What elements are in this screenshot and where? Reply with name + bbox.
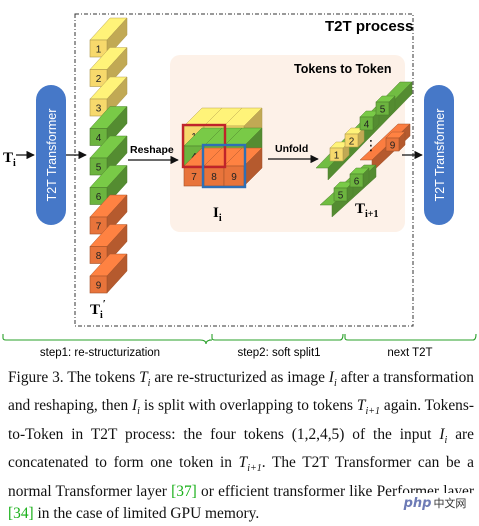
output-token-low-6-label: 6 (354, 177, 360, 188)
output-dots: ⋮ (364, 138, 378, 154)
figure-caption: Figure 3. The tokens Ti are re-structuri… (8, 369, 474, 523)
column-token-6-label: 6 (96, 192, 102, 203)
output-token-9: 9 (385, 131, 406, 152)
step1-label: step1: re-structurization (40, 347, 160, 359)
blue-window-box (201, 143, 247, 189)
output-token-5-label: 5 (380, 105, 386, 116)
php-cn-watermark: php 中文网 (397, 493, 473, 513)
step3-label: next T2T (387, 347, 432, 359)
output-token-4-label: 4 (364, 120, 370, 131)
output-token-1: 1 (329, 141, 350, 162)
watermark-site: 中文网 (433, 497, 467, 510)
column-token-8-label: 8 (96, 251, 102, 262)
column-token-9-label: 9 (96, 281, 102, 292)
image-cell-9: 9 (223, 147, 263, 187)
column-token-1-label: 1 (96, 45, 102, 56)
output-token-5: 5 (375, 95, 396, 116)
reference-link-34[interactable]: [34] (8, 505, 34, 523)
left-transformer-label: T2T Transformer (45, 109, 59, 202)
step2-label: step2: soft split1 (237, 347, 320, 359)
input-label: Ti (3, 150, 16, 169)
watermark-brand: php (403, 495, 432, 511)
step2-bracket (211, 333, 344, 341)
token-column: 1 2 3 4 5 6 7 8 9 (89, 17, 128, 294)
column-token-5-label: 5 (96, 163, 102, 174)
image-cell-7-label: 7 (191, 172, 197, 183)
image-cell-8-label: 8 (211, 172, 217, 183)
t2t-process-frame (74, 13, 414, 327)
column-token-9: 9 (89, 253, 128, 294)
reshape-label: Reshape (130, 144, 174, 156)
output-token-2-label: 2 (349, 137, 355, 148)
output-token-9-label: 9 (390, 141, 396, 152)
right-transformer-label: T2T Transformer (433, 109, 447, 202)
tokens-to-token-title: Tokens to Token (294, 62, 391, 76)
t2t-diagram: T2T process Tokens to Token T2T Transfor… (2, 13, 477, 359)
reference-link-37[interactable]: [37] (171, 482, 197, 500)
t2t-process-title: T2T process (325, 18, 413, 35)
image-label: Ii (213, 205, 222, 224)
column-token-4-label: 4 (96, 133, 102, 144)
right-transformer-block (424, 85, 454, 225)
column-token-2-label: 2 (96, 74, 102, 85)
output-token-1-label: 1 (334, 151, 340, 162)
column-token-7-label: 7 (96, 222, 102, 233)
output-token-low-5-label: 5 (338, 191, 344, 202)
output-label: Ti+1 (355, 201, 379, 220)
image-cell-9-label: 9 (231, 172, 237, 183)
column-label: Ti′ (90, 298, 106, 321)
step3-bracket (344, 333, 477, 341)
column-token-4: 4 (89, 105, 128, 147)
unfold-label: Unfold (275, 143, 308, 155)
output-token-low-6: 6 (349, 167, 370, 188)
step1-bracket-line (2, 334, 213, 345)
left-transformer-block (36, 85, 66, 225)
column-token-3-label: 3 (96, 104, 102, 115)
